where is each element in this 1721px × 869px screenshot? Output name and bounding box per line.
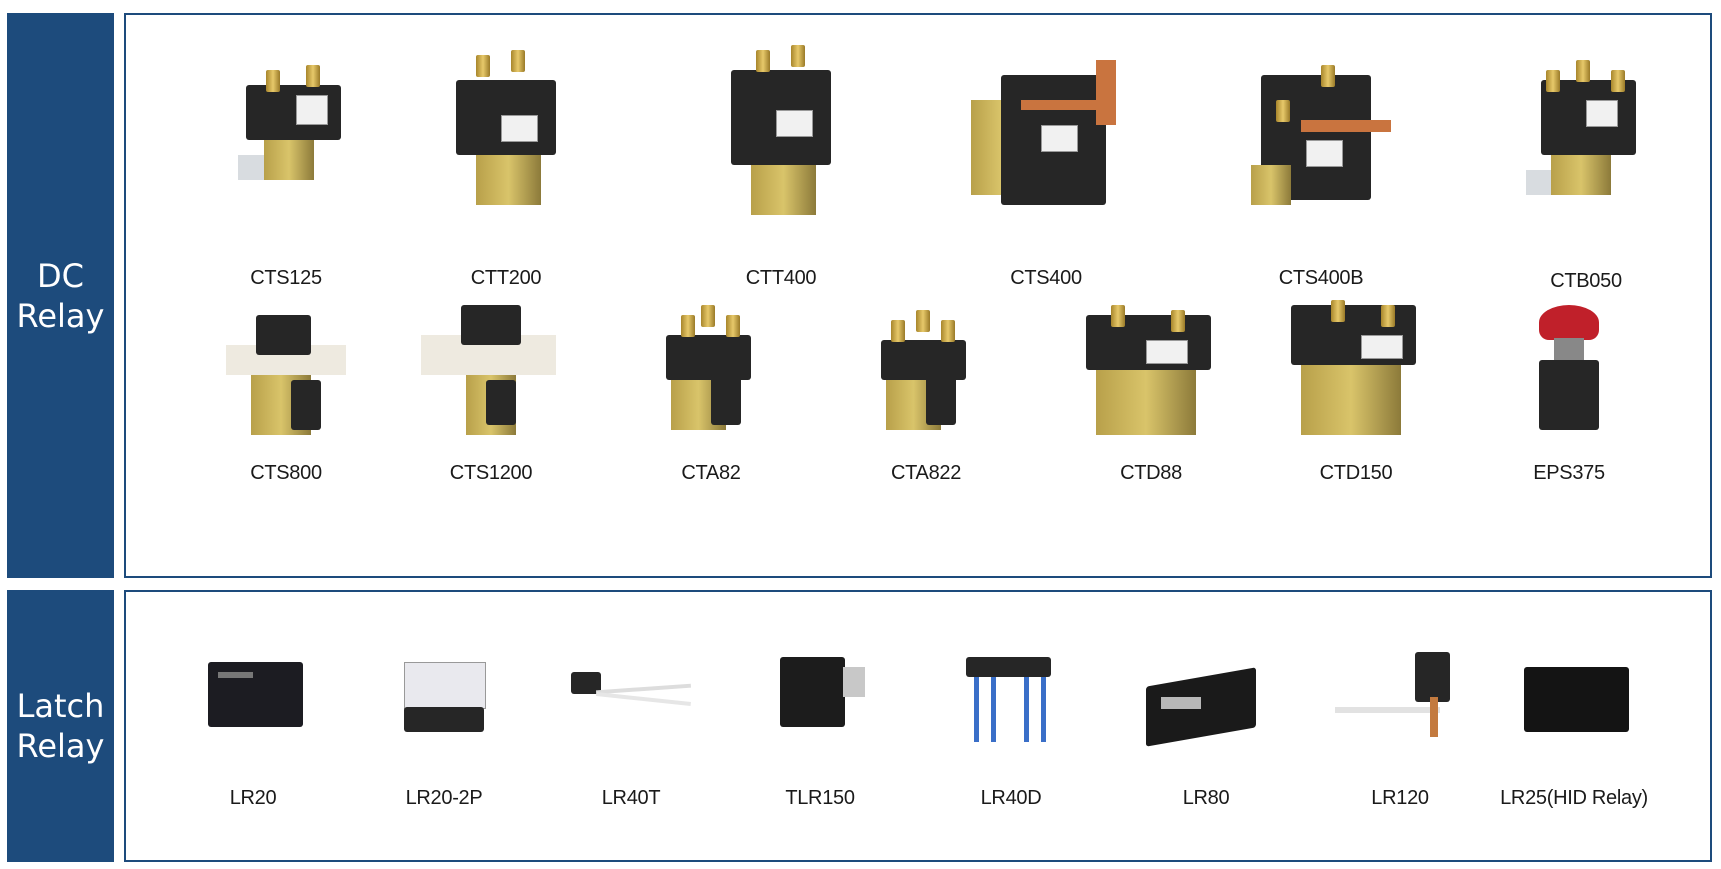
product-name: CTB050 [1550,270,1622,292]
product-name: CTS800 [250,462,322,484]
product-name: LR20 [229,787,277,809]
dc-label-line2: Relay [16,296,105,335]
lr120-image [1330,652,1470,752]
product-name: CTD150 [1319,462,1393,484]
product-lr80[interactable]: LR80 [1121,652,1291,809]
product-name: CTS125 [250,267,322,289]
product-name: LR25(HID Relay) [1500,787,1648,809]
product-cts400[interactable]: CTS400 [961,45,1131,289]
product-cts1200[interactable]: CTS1200 [406,300,576,484]
product-cts125[interactable]: CTS125 [201,45,371,289]
cts125-image [226,45,346,185]
tlr150-image [765,652,875,742]
product-eps375[interactable]: EPS375 [1484,300,1654,484]
product-lr120[interactable]: LR120 [1315,652,1485,809]
dc-label-line1: DC [37,256,84,295]
lr40t-image [566,652,696,742]
latch-relay-section-label: Latch Relay [7,590,114,862]
product-cts400b[interactable]: CTS400B [1236,45,1406,289]
product-name: LR120 [1371,787,1429,809]
cts400b-image [1246,45,1396,215]
product-ctd150[interactable]: CTD150 [1271,300,1441,484]
latch-label-line1: Latch [16,687,105,725]
product-cta82[interactable]: CTA82 [626,300,796,484]
ctt200-image [451,45,561,210]
product-name: CTS400 [1010,267,1082,289]
ctt400-image [726,45,836,215]
product-name: LR80 [1182,787,1230,809]
lr20-image [198,652,308,742]
product-lr20-2p[interactable]: LR20-2P [359,652,529,809]
ctd88-image [1081,300,1221,440]
latch-relay-panel: LR20 LR20-2P LR40T TLR150 LR40D [124,590,1712,862]
cts1200-image [421,300,561,440]
product-name: LR40D [980,787,1042,809]
lr25-image [1514,652,1634,742]
product-lr40d[interactable]: LR40D [926,652,1096,809]
dc-relay-section-label: DC Relay [7,13,114,578]
product-ctt200[interactable]: CTT200 [421,45,591,289]
product-lr20[interactable]: LR20 [168,652,338,809]
lr80-image [1141,652,1271,752]
product-cta822[interactable]: CTA822 [841,300,1011,484]
product-name: TLR150 [785,787,855,809]
product-name: CTD88 [1120,462,1182,484]
product-ctb050[interactable]: CTB050 [1501,45,1671,292]
cta82-image [656,300,766,440]
product-name: EPS375 [1533,462,1605,484]
product-lr40t[interactable]: LR40T [546,652,716,809]
cts400-image [966,45,1126,215]
eps375-image [1519,300,1619,440]
product-name: CTT400 [745,267,817,289]
cts800-image [221,300,351,440]
product-name: CTT200 [470,267,542,289]
product-tlr150[interactable]: TLR150 [735,652,905,809]
product-cts800[interactable]: CTS800 [201,300,371,484]
product-name: CTS400B [1278,267,1364,289]
product-name: CTA82 [681,462,741,484]
lr40d-image [956,652,1066,752]
product-ctt400[interactable]: CTT400 [696,45,866,289]
product-name: CTS1200 [449,462,533,484]
product-name: LR40T [601,787,661,809]
dc-relay-panel: CTS125 CTT200 CTT400 CTS400 [124,13,1712,578]
cta822-image [871,300,981,440]
product-ctd88[interactable]: CTD88 [1066,300,1236,484]
ctd150-image [1286,300,1426,440]
product-name: LR20-2P [405,787,483,809]
product-name: CTA822 [890,462,962,484]
latch-label-line2: Relay [16,727,105,765]
ctb050-image [1521,45,1651,205]
product-lr25-hid-relay[interactable]: LR25(HID Relay) [1489,652,1659,809]
lr20-2p-image [394,652,494,742]
